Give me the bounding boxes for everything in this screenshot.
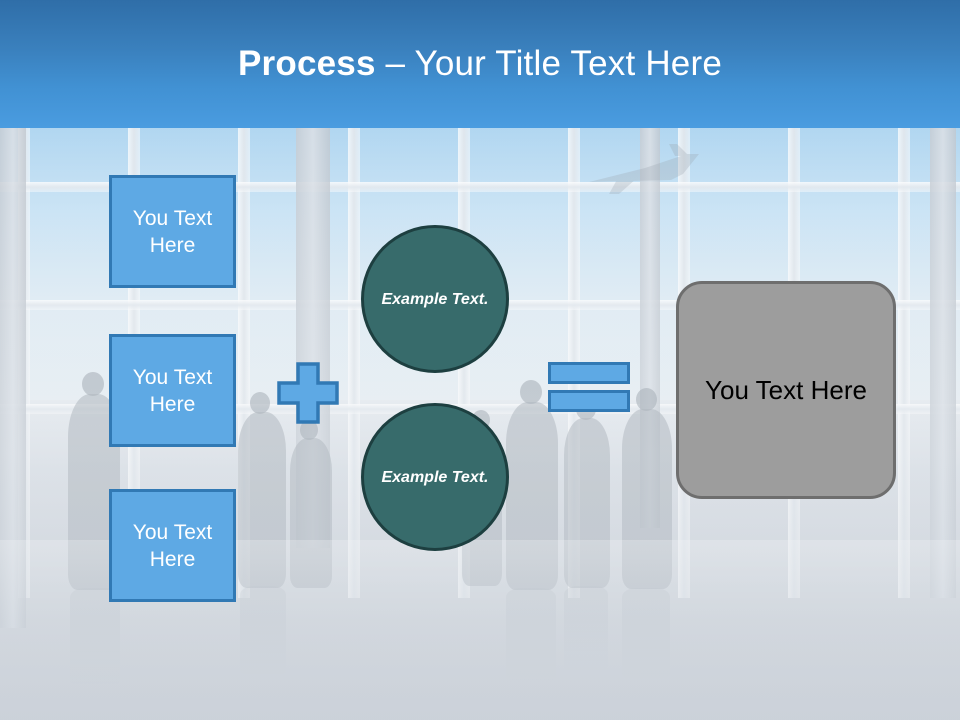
page-title-rest: – Your Title Text Here — [375, 44, 722, 83]
input-box-1[interactable]: You Text Here — [109, 175, 236, 288]
page-title-bold: Process — [238, 44, 376, 83]
equals-bar-top — [548, 362, 630, 384]
result-box-label: You Text Here — [705, 374, 867, 405]
page-title: Process – Your Title Text Here — [0, 44, 960, 84]
input-box-2-label: You Text Here — [132, 365, 213, 416]
result-box[interactable]: You Text Here — [676, 281, 896, 499]
input-box-1-label: You Text Here — [132, 206, 213, 257]
plus-icon — [277, 362, 339, 424]
title-banner — [0, 0, 960, 128]
input-box-2[interactable]: You Text Here — [109, 334, 236, 447]
example-circle-2-label: Example Text. — [381, 468, 489, 486]
input-box-3[interactable]: You Text Here — [109, 489, 236, 602]
equals-bar-bottom — [548, 390, 630, 412]
example-circle-1-label: Example Text. — [381, 290, 489, 308]
equals-icon — [548, 362, 630, 412]
example-circle-1[interactable]: Example Text. — [361, 225, 509, 373]
input-box-3-label: You Text Here — [132, 520, 213, 571]
example-circle-2[interactable]: Example Text. — [361, 403, 509, 551]
